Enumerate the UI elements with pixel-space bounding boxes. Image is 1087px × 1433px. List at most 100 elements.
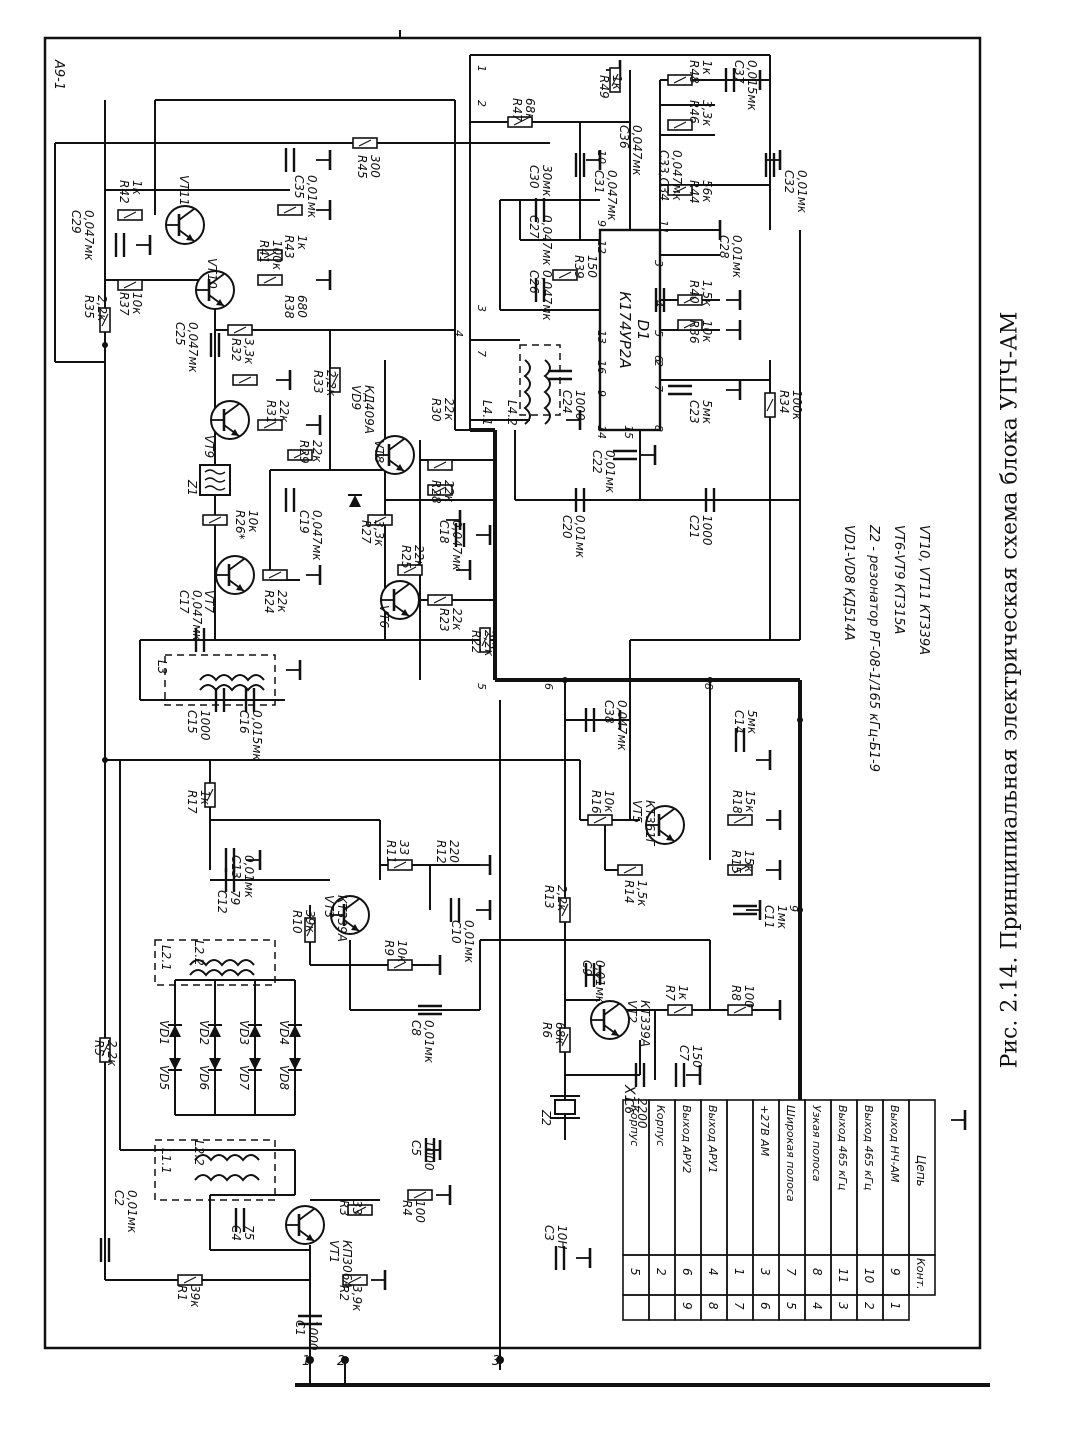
transistor-vt1-ref: VT1 [327, 1240, 341, 1263]
diode-vd4-ref: VD4 [277, 1020, 291, 1045]
transistor-vt10-ref: VT10 [205, 258, 219, 289]
node-number: 11 [657, 220, 670, 234]
node-number: 3 [652, 260, 665, 267]
resistor-r15-value: 15к [742, 850, 756, 873]
resistor-r39-ref: R39 [572, 255, 586, 279]
capacitor-c32-ref: C32 [782, 170, 796, 194]
capacitor-c30-value: 30мк [540, 165, 554, 197]
capacitor-c6-ref: C6 [622, 1098, 636, 1114]
capacitor-c17-ref: C17 [177, 590, 191, 614]
resistor-r24-value: 22к [275, 590, 289, 613]
connector-row-circuit: Корпус [628, 1105, 641, 1146]
capacitor-c14-ref: C14 [732, 710, 746, 734]
capacitor-c20-ref: C20 [560, 515, 574, 539]
resistor-r9-ref: R9 [382, 940, 396, 956]
resistor-r3-value: 33 [350, 1200, 364, 1215]
capacitor-c17-value: 0,047мк [190, 590, 204, 641]
resistor-r7-ref: R7 [663, 985, 677, 1001]
capacitor-c16-ref: C16 [237, 710, 251, 734]
capacitor-c28-value: 0,01мк [730, 235, 744, 279]
capacitor-c11-ref: C11 [762, 905, 776, 929]
connector-header-circuit: Цепь [914, 1155, 928, 1187]
capacitor-c5-value: 1000 [422, 1140, 436, 1171]
transistor-vt1-icon [284, 1204, 326, 1246]
legend-note: VD1-VD8 КД514А [841, 525, 856, 641]
resistor-r13-ref: R13 [542, 885, 556, 909]
block-label: А9-1 [51, 59, 66, 90]
capacitor-c26-ref: C26 [527, 270, 541, 294]
l1-coil-icon [194, 1174, 260, 1181]
node-number: 4 [452, 330, 465, 337]
connector-row-circuit: Корпус [654, 1105, 667, 1146]
capacitor-c29-value: 0,047мк [82, 210, 96, 261]
diode-vd5-ref: VD5 [157, 1065, 171, 1090]
capacitor-c35-value: 0,01мк [305, 175, 319, 219]
resistor-r40-ref: R40 [687, 280, 701, 304]
capacitor-c15-value: 1000 [198, 710, 212, 741]
connector-row-circuit: Широкая полоса [784, 1105, 797, 1202]
capacitor-c25-ref: C25 [173, 322, 187, 346]
resistor-r37-ref: R37 [117, 292, 131, 316]
connector-row-node: 4 [810, 1302, 824, 1310]
resistor-r34-ref: R34 [777, 390, 791, 414]
capacitor-c21-value: 1000 [700, 515, 714, 546]
resistor-r16-ref: R16 [589, 790, 603, 814]
resistor-r38-ref: R38 [282, 295, 296, 319]
l2-coil-icon [189, 969, 255, 976]
capacitor-c31-value: 0,047мк [605, 170, 619, 221]
capacitor-c14-value: 5мк [745, 710, 759, 735]
capacitor-c12-value: 79 [228, 890, 242, 905]
resistor-r46-ref: R46 [687, 100, 701, 124]
connector-row-pin: 6 [680, 1268, 694, 1276]
resistor-r17-value: 1к [198, 790, 212, 806]
capacitor-c22-value: 0,01мк [603, 450, 617, 494]
node-number: 16 [595, 360, 608, 374]
node-number: 6 [652, 355, 665, 362]
connector-designator: X1 [621, 1084, 637, 1104]
resistor-r49-value: 1к [610, 75, 624, 91]
capacitor-c23-ref: C23 [687, 400, 701, 424]
diode-vd8-ref: VD8 [277, 1065, 291, 1090]
l3-shield [164, 654, 276, 706]
transistor-vt11-icon [164, 204, 206, 246]
resistor-r47-ref: R47 [510, 98, 524, 122]
node-number: 5 [652, 330, 665, 337]
transistor-vt5-type: КТ361Г [643, 800, 657, 847]
resistor-r1-ref: R1 [175, 1285, 189, 1301]
capacitor-c6-value: 2200 [635, 1098, 649, 1129]
resistor-r45-value: 300 [368, 155, 382, 178]
capacitor-c37-ref: C37 [732, 60, 746, 84]
resistor-r43-ref: R43 [282, 235, 296, 259]
node-number: 5 [475, 683, 488, 690]
connector-row-circuit: Выход 465 кГц [836, 1105, 849, 1190]
resistor-r30-ref: R30 [429, 398, 443, 422]
capacitor-c38-ref: C38 [602, 700, 616, 724]
resistor-r25-ref: R25 [399, 545, 413, 569]
connector-row-circuit: Выход АРУ2 [680, 1105, 693, 1173]
transistor-vt7-icon [214, 554, 256, 596]
resistor-r22-ref: R22 [469, 630, 483, 654]
resistor-r6-ref: R6 [540, 1022, 554, 1038]
resistor-r22-value: 2,2к [482, 630, 496, 657]
capacitor-c10-ref: C10 [449, 920, 463, 944]
resistor-r33-ref: R33 [311, 370, 325, 394]
connector-row-node: 5 [784, 1302, 798, 1310]
capacitor-c23-value: 5мк [700, 400, 714, 425]
node-number: 7 [475, 350, 488, 357]
resistor-r31-ref: R31 [264, 400, 278, 424]
resistor-r43-value: 1к [295, 235, 309, 251]
transistor-vt1-type: КП306А [340, 1240, 354, 1289]
capacitor-c15-ref: C15 [185, 710, 199, 734]
connector-header-pin: Конт. [914, 1258, 927, 1290]
capacitor-c12-ref: C12 [215, 890, 229, 914]
connector-row-pin: 10 [862, 1268, 876, 1284]
capacitor-c2-ref: C2 [112, 1190, 126, 1206]
capacitor-c9-ref: C9 [580, 960, 594, 976]
capacitor-c18-value: 0,047мк [450, 520, 464, 571]
capacitor-c32-value: 0,01мк [795, 170, 809, 214]
resistor-r31-value: 22к [277, 400, 291, 423]
resistor-r14-value: 1,5к [635, 880, 649, 907]
ic-d1-type: К174УР2А [616, 291, 634, 368]
capacitor-c3-value: 10Н [555, 1225, 569, 1249]
resistor-r7-value: 1к [676, 985, 690, 1001]
